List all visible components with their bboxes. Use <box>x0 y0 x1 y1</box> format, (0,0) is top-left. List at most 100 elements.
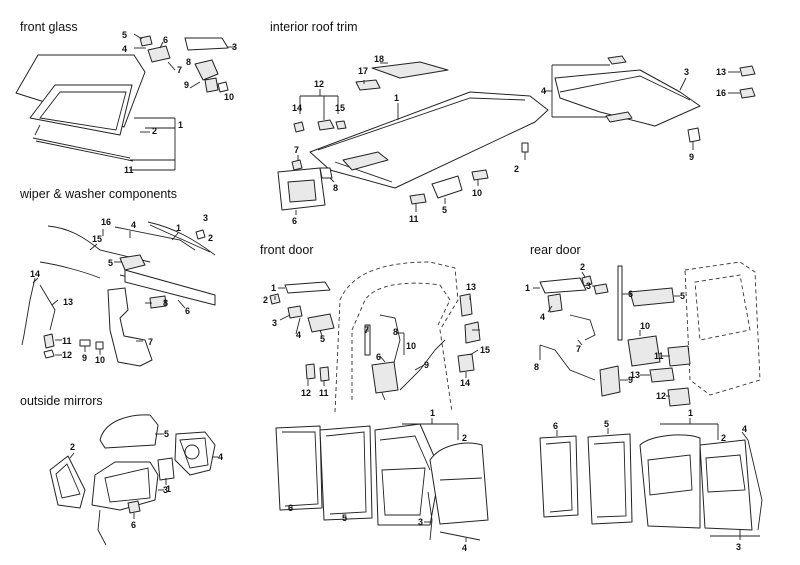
rd-callout-1: 1 <box>525 283 530 293</box>
ww-callout-12: 12 <box>62 350 72 360</box>
fg-callout-1: 1 <box>178 120 183 130</box>
rt-callout-12: 12 <box>314 79 324 89</box>
front-door-callouts: 1 2 3 4 5 6 7 8 9 10 11 12 13 14 15 1 2 … <box>263 282 490 553</box>
om-callout-4: 4 <box>218 452 223 462</box>
fg-callout-9: 9 <box>184 80 189 90</box>
fd-callout-15: 15 <box>480 345 490 355</box>
om-callout-3: 3 <box>163 485 168 495</box>
fd-callout-1: 1 <box>271 283 276 293</box>
rd-callout-5: 5 <box>680 291 685 301</box>
ww-callout-6: 6 <box>185 306 190 316</box>
rd-callout-13: 13 <box>630 370 640 380</box>
fd-callout-13: 13 <box>466 282 476 292</box>
fd-callout-12: 12 <box>301 388 311 398</box>
ww-callout-15: 15 <box>92 234 102 244</box>
wiper-washer-group: 1 2 3 4 5 6 7 8 9 10 11 12 13 14 15 16 <box>21 213 216 367</box>
rear-door-drawing <box>539 261 763 531</box>
rt-callout-15: 15 <box>335 103 345 113</box>
rt-callout-4: 4 <box>541 86 546 96</box>
rd-callout-7: 7 <box>576 344 581 354</box>
wiper-drawing <box>21 221 216 367</box>
rd-callout-11: 11 <box>654 351 664 361</box>
wiper-washer-title: wiper & washer components <box>20 187 178 201</box>
fg-callout-4: 4 <box>122 44 127 54</box>
roof-trim-callouts: 1 2 3 4 5 6 7 8 9 10 11 12 13 14 15 16 1… <box>292 54 726 226</box>
rd-callout-12: 12 <box>656 391 666 401</box>
rt-callout-10: 10 <box>472 188 482 198</box>
ww-callout-1: 1 <box>176 223 181 233</box>
rt-callout-3: 3 <box>684 67 689 77</box>
mirror-leaders <box>69 433 218 519</box>
ww-callout-9: 9 <box>82 353 87 363</box>
rt-callout-1: 1 <box>394 93 399 103</box>
fg-callout-5: 5 <box>122 30 127 40</box>
fd-callout-door-5: 5 <box>342 513 347 523</box>
rd-callout-4: 4 <box>540 312 545 322</box>
ww-callout-11: 11 <box>62 336 72 346</box>
rt-callout-9: 9 <box>689 152 694 162</box>
front-door-drawing <box>269 261 489 541</box>
fd-callout-5: 5 <box>320 334 325 344</box>
rear-door-title: rear door <box>530 243 581 257</box>
rt-callout-2: 2 <box>514 164 519 174</box>
windshield-drawing <box>15 54 146 162</box>
fd-callout-door-1: 1 <box>430 408 435 418</box>
headliner-drawing <box>277 55 756 211</box>
rd-callout-door-3: 3 <box>736 542 741 552</box>
rt-callout-17: 17 <box>358 66 368 76</box>
fd-callout-door-6: 6 <box>288 503 293 513</box>
wiper-callouts: 1 2 3 4 5 6 7 8 9 10 11 12 13 14 15 16 <box>30 213 213 365</box>
om-callout-6: 6 <box>131 520 136 530</box>
front-door-title: front door <box>260 243 314 257</box>
rt-callout-6: 6 <box>292 216 297 226</box>
fg-callout-7: 7 <box>177 65 182 75</box>
ww-callout-13: 13 <box>63 297 73 307</box>
rd-callout-door-5: 5 <box>604 419 609 429</box>
fd-callout-door-3: 3 <box>418 517 423 527</box>
fg-callout-2: 2 <box>152 126 157 136</box>
rt-callout-18: 18 <box>374 54 384 64</box>
mirror-mount-drawing <box>139 35 229 93</box>
rd-callout-9: 9 <box>628 375 633 385</box>
ww-callout-3: 3 <box>203 213 208 223</box>
fg-callout-6: 6 <box>163 35 168 45</box>
rt-callout-5: 5 <box>442 205 447 215</box>
interior-roof-trim-title: interior roof trim <box>270 20 358 34</box>
rd-callout-door-4: 4 <box>742 424 747 434</box>
front-glass-callouts: 5 4 6 3 7 8 9 10 1 2 11 <box>122 30 237 175</box>
interior-roof-trim-group: 1 2 3 4 5 6 7 8 9 10 11 12 13 14 15 16 1… <box>277 54 756 226</box>
rt-callout-11: 11 <box>409 214 419 224</box>
rd-callout-10: 10 <box>640 321 650 331</box>
ww-callout-14: 14 <box>30 269 40 279</box>
rt-callout-13: 13 <box>716 67 726 77</box>
rt-callout-7: 7 <box>294 145 299 155</box>
fg-callout-8: 8 <box>186 57 191 67</box>
fd-callout-9: 9 <box>424 360 429 370</box>
ww-callout-16: 16 <box>101 217 111 227</box>
rd-callout-8: 8 <box>534 362 539 372</box>
fd-callout-2: 2 <box>263 295 268 305</box>
mirror-drawing <box>49 414 216 546</box>
rd-callout-3: 3 <box>586 281 591 291</box>
rt-callout-14: 14 <box>292 103 302 113</box>
rd-callout-2: 2 <box>580 262 585 272</box>
front-door-group: 1 2 3 4 5 6 7 8 9 10 11 12 13 14 15 1 2 … <box>263 261 490 553</box>
roof-trim-leaders <box>295 62 740 215</box>
rd-callout-door-1: 1 <box>688 408 693 418</box>
ww-callout-5: 5 <box>108 258 113 268</box>
fd-callout-4: 4 <box>296 330 301 340</box>
front-glass-group: 5 4 6 3 7 8 9 10 1 2 11 <box>15 30 237 175</box>
fd-callout-6: 6 <box>376 352 381 362</box>
rt-callout-8: 8 <box>333 183 338 193</box>
rear-door-leaders <box>533 271 760 540</box>
ww-callout-8: 8 <box>163 298 168 308</box>
rear-door-callouts: 1 2 3 4 5 6 7 8 9 10 11 12 13 1 2 3 4 5 … <box>525 262 747 552</box>
rd-callout-door-6: 6 <box>553 421 558 431</box>
om-callout-1-visible: 1 <box>166 484 171 494</box>
fd-callout-14: 14 <box>460 378 470 388</box>
ww-callout-2: 2 <box>208 233 213 243</box>
outside-mirrors-group: 5 4 3 2 1 1 6 <box>49 414 223 546</box>
rt-callout-16: 16 <box>716 88 726 98</box>
om-callout-2: 2 <box>70 442 75 452</box>
